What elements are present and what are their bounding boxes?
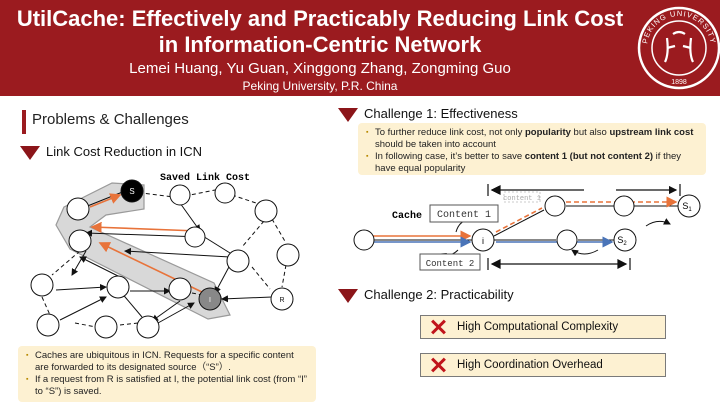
saved-link-cost-label: Saved Link Cost <box>160 172 250 184</box>
content-1-box: Content 1 <box>437 210 491 221</box>
network-nodes <box>30 179 300 339</box>
node-s2-label: S2 <box>617 235 627 247</box>
cache-diagram-nodes <box>353 194 701 252</box>
r-label: R <box>279 297 284 304</box>
title-line-2: in Information-Centric Network <box>158 32 482 57</box>
challenge1-note: To further reduce link cost, not only po… <box>358 123 706 175</box>
ghost-content-1: content 1 <box>503 195 541 203</box>
challenge1-point-2: In following case, it’s better to save c… <box>366 151 698 175</box>
challenge2-title: Challenge 2: Practicability <box>364 287 514 302</box>
logo-year: 1898 <box>671 79 687 86</box>
content-2-box: Content 2 <box>426 259 475 269</box>
peking-university-logo: PEKING UNIVERSITY 1898 <box>637 6 720 90</box>
node-s1-label: S1 <box>682 201 692 213</box>
subhead-link-cost: Link Cost Reduction in ICN <box>46 144 203 159</box>
title-banner: UtilCache: Effectively and Practicably R… <box>0 0 720 96</box>
source-node <box>120 179 144 203</box>
section-accent-bar <box>22 110 26 134</box>
icn-network-diagram: S I R Saved Link Cost <box>30 172 300 339</box>
left-explanation-note: Caches are ubiquitous in ICN. Requests f… <box>18 346 316 402</box>
bullet-triangle-icon <box>338 289 358 303</box>
i-node <box>198 287 222 311</box>
node-i-label: i <box>482 236 484 246</box>
issue-label: High Coordination Overhead <box>457 359 603 371</box>
r-node <box>270 287 294 311</box>
challenge1-title: Challenge 1: Effectiveness <box>364 106 518 121</box>
x-mark-icon <box>431 358 445 372</box>
i-label: I <box>209 297 211 304</box>
network-links <box>41 188 287 328</box>
bullet-triangle-icon <box>338 108 358 122</box>
challenge1-point-1: To further reduce link cost, not only po… <box>366 127 698 151</box>
note-request: If a request from R is satisfied at I, t… <box>26 374 308 398</box>
note-caches: Caches are ubiquitous in ICN. Requests f… <box>26 350 308 374</box>
authors: Lemei Huang, Yu Guan, Xinggong Zhang, Zo… <box>129 60 511 77</box>
affiliation: Peking University, P.R. China <box>242 79 398 93</box>
title-line-1: UtilCache: Effectively and Practicably R… <box>16 6 624 31</box>
section-title: Problems & Challenges <box>32 111 189 128</box>
cost-brackets <box>487 184 681 270</box>
cache-label: Cache <box>392 210 422 222</box>
logo-glyph <box>663 30 695 63</box>
issue-coordination-overhead: High Coordination Overhead <box>420 353 666 377</box>
bracket-arrowheads <box>490 185 628 269</box>
issue-computational-complexity: High Computational Complexity <box>420 315 666 339</box>
x-mark-icon <box>431 320 445 334</box>
cache-node-i <box>471 228 495 252</box>
source-label: S <box>129 187 134 196</box>
bullet-triangle-icon <box>20 146 40 160</box>
content-cache-diagram: i S2 S1 Cache Content 1 Content 2 conten… <box>353 184 701 271</box>
slide-title: UtilCache: Effectively and Practicably R… <box>0 6 640 58</box>
logo-ring-text: PEKING UNIVERSITY <box>640 9 717 45</box>
issue-label: High Computational Complexity <box>457 321 619 333</box>
